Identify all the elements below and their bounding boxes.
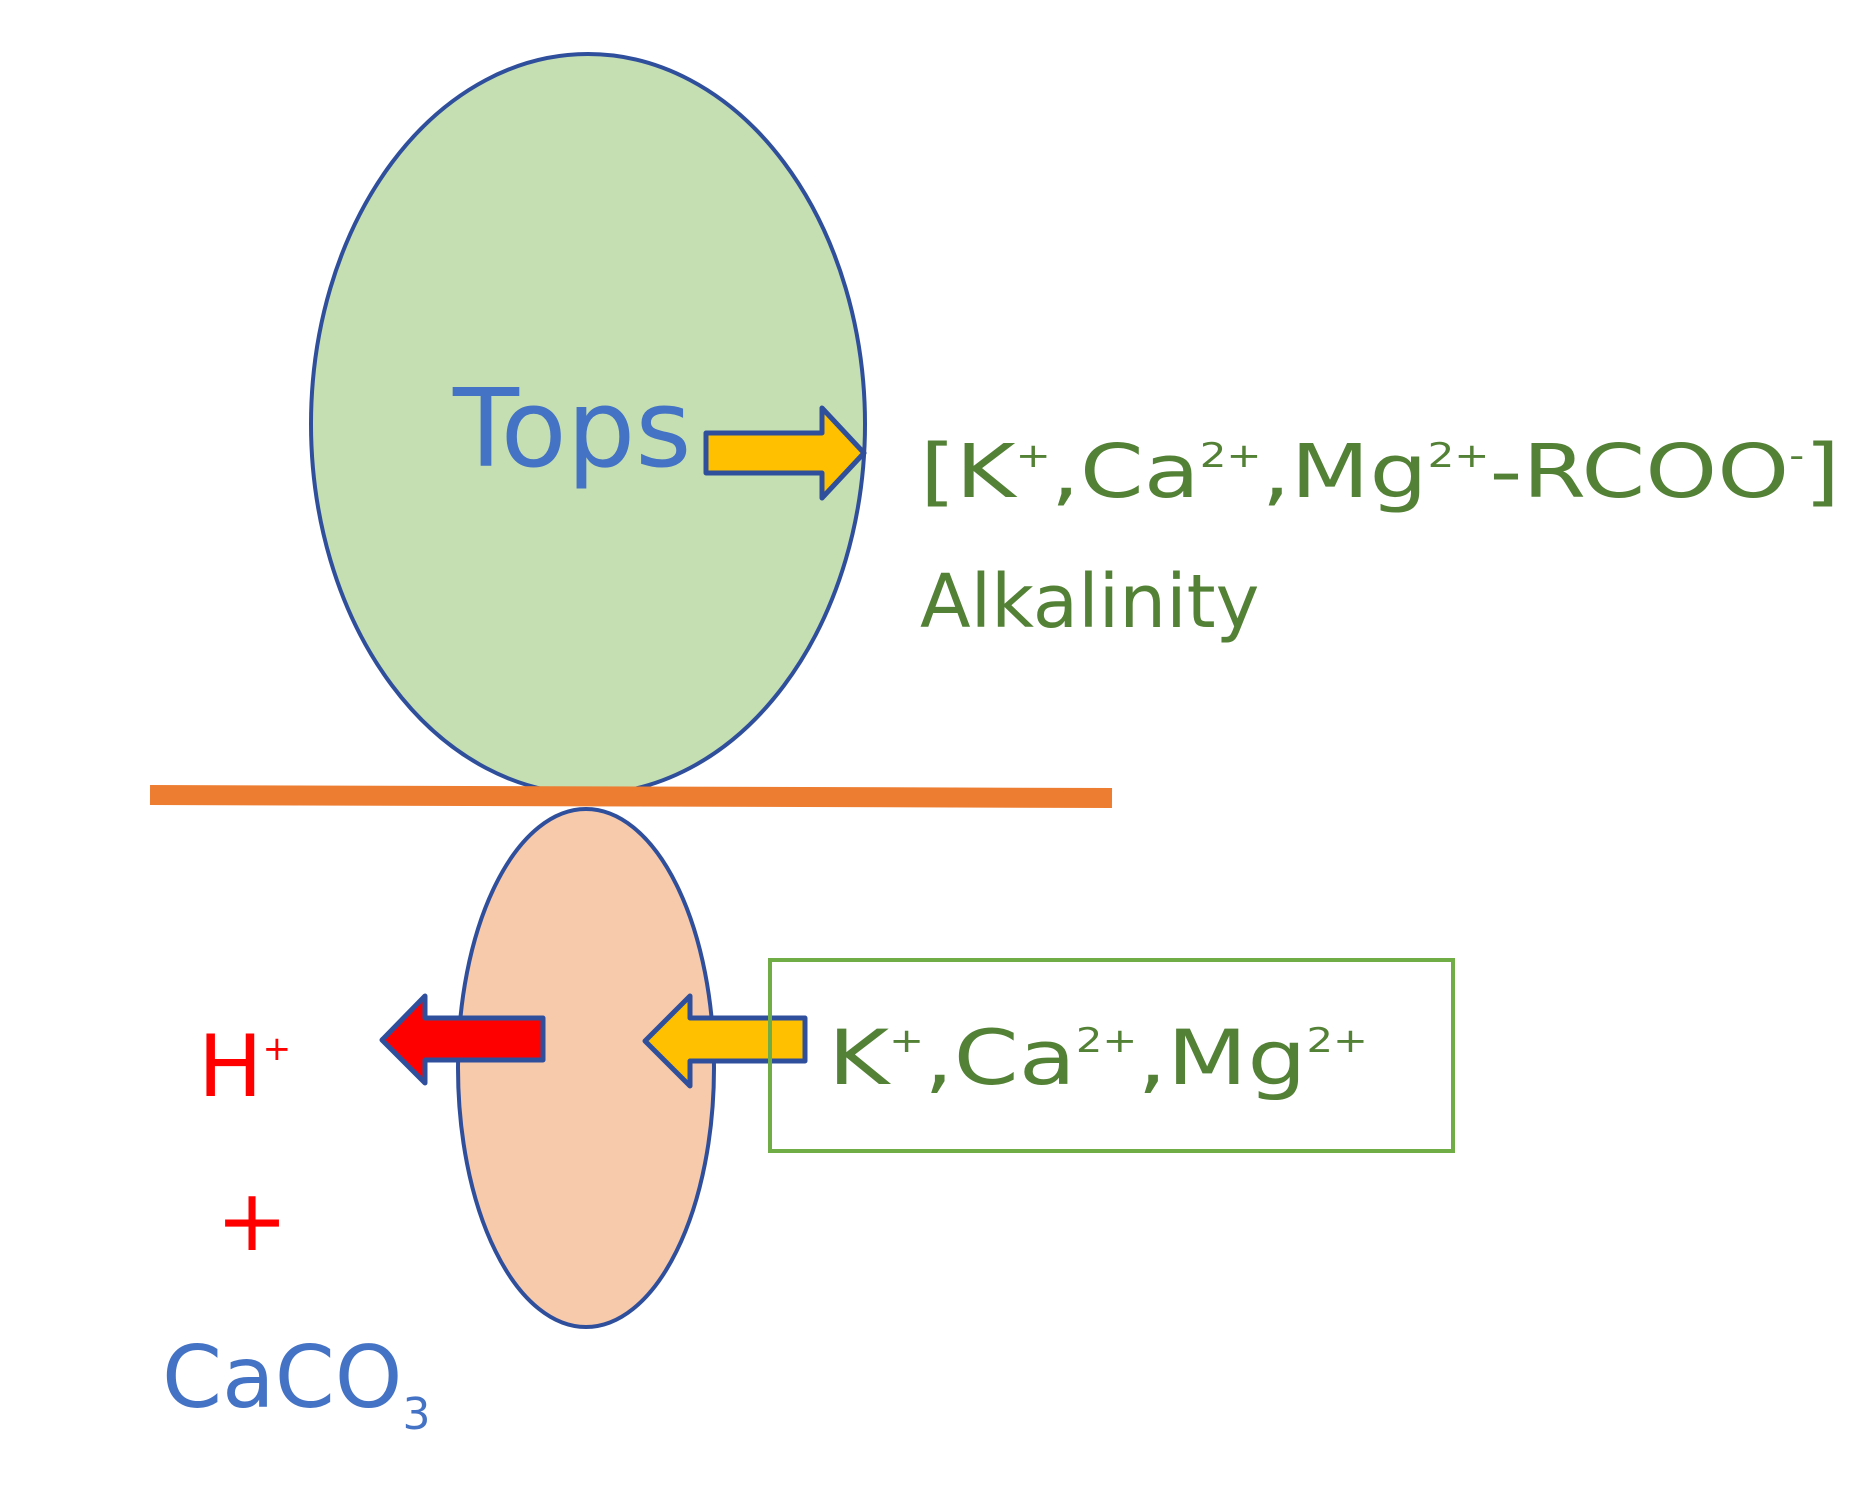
bracket-close: ] [1804,429,1840,515]
separator: , [1262,429,1291,515]
caco-text: CaCO [162,1328,403,1428]
potassium-charge: + [1016,436,1051,476]
alkalinity-label: Alkalinity [920,559,1259,645]
soil-line [149,785,1113,808]
hydrogen-symbol: H [198,1017,263,1117]
potassium-symbol: K [956,429,1019,515]
magnesium-symbol: Mg [1167,1013,1307,1102]
magnesium-symbol: Mg [1291,429,1428,515]
arrow-left-icon [642,993,808,1089]
plus-sign: + [216,1171,288,1271]
potassium-symbol: K [828,1013,892,1102]
cation-box [768,958,1455,1153]
magnesium-charge: 2+ [1307,1021,1368,1061]
calcium-symbol: Ca [1080,429,1200,515]
proton-label: H+ [198,1017,291,1117]
roots-ellipse [456,807,716,1329]
separator: , [1051,429,1080,515]
calcium-symbol: Ca [954,1013,1076,1102]
calcium-carbonate-label: CaCO3 [162,1328,431,1440]
potassium-charge: + [889,1021,924,1061]
hydrogen-charge: + [263,1029,292,1069]
proton-arrow-left-icon [379,993,546,1086]
carboxylate-charge: - [1789,436,1804,476]
calcium-charge: 2+ [1076,1021,1137,1061]
magnesium-charge: 2+ [1428,436,1490,476]
arrow-right-icon [703,405,867,501]
carboxylate-group: -RCOO [1490,429,1790,515]
separator: , [924,1013,954,1102]
bracket-open: [ [920,429,956,515]
separator: , [1137,1013,1167,1102]
tops-label: Tops [452,367,692,492]
calcium-charge: 2+ [1200,436,1262,476]
caco-subscript: 3 [403,1389,431,1440]
